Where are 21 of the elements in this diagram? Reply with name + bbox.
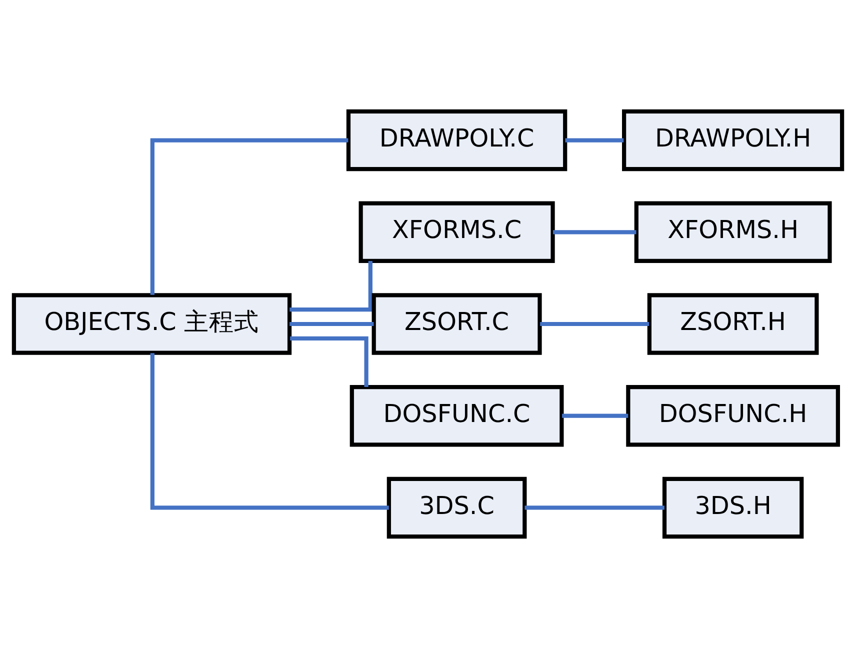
- node-box: OBJECTS.C 主程式: [12, 293, 292, 355]
- connector: [562, 414, 628, 418]
- node-box: DOSFUNC.C: [350, 385, 564, 447]
- node-box: XFORMS.H: [634, 201, 832, 263]
- node-box: 3DS.C: [386, 476, 527, 539]
- connector: [553, 230, 636, 234]
- connector: [540, 322, 650, 326]
- node-box: ZSORT.H: [647, 293, 819, 355]
- connector: [290, 336, 368, 388]
- connector: [150, 353, 389, 510]
- connector: [290, 322, 374, 326]
- node-box: ZSORT.C: [372, 293, 542, 355]
- connector: [290, 260, 372, 312]
- connector: [565, 138, 624, 142]
- node-box: XFORMS.C: [358, 201, 555, 263]
- connector: [524, 506, 664, 510]
- connector: [150, 138, 348, 295]
- node-box: DRAWPOLY.H: [622, 109, 844, 172]
- node-box: DRAWPOLY.C: [346, 109, 568, 172]
- node-box: DOSFUNC.H: [626, 385, 840, 447]
- node-box: 3DS.H: [662, 476, 804, 539]
